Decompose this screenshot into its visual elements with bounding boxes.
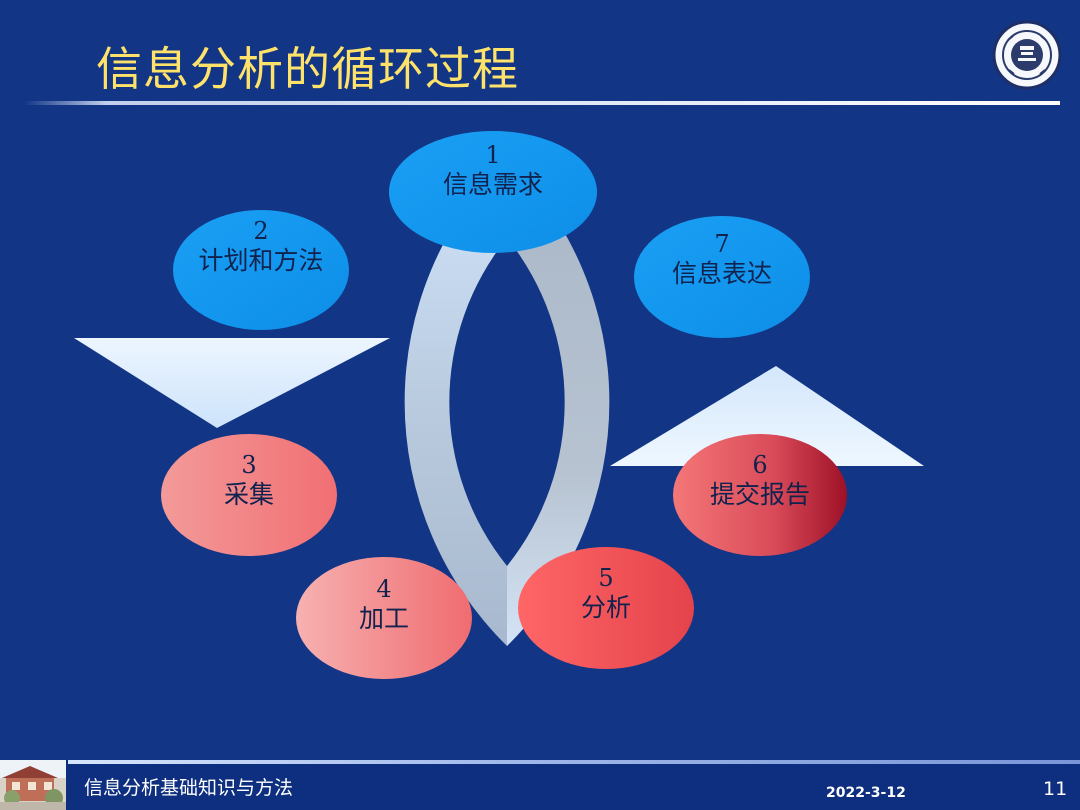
page-number: 11 xyxy=(1043,778,1068,800)
university-seal-icon xyxy=(992,20,1062,90)
title-divider xyxy=(24,101,1060,105)
up-arrow-icon xyxy=(610,366,924,466)
footer-date: 2022-3-12 xyxy=(826,785,906,801)
campus-photo-thumbnail xyxy=(0,760,66,810)
cycle-node-express-shape xyxy=(634,216,810,338)
page-title: 信息分析的循环过程 xyxy=(96,42,519,96)
cycle-node-collect-shape xyxy=(161,434,337,556)
down-arrow-icon xyxy=(74,338,390,428)
footer-course-title: 信息分析基础知识与方法 xyxy=(84,777,294,799)
cycle-node-analyze-shape xyxy=(518,547,694,669)
footer-divider xyxy=(68,760,1080,764)
cycle-node-plan-shape xyxy=(173,210,349,330)
cycle-node-report-shape xyxy=(673,434,847,556)
cycle-node-process-shape xyxy=(296,557,472,679)
cycle-ring-right xyxy=(507,158,610,646)
cycle-node-need-shape xyxy=(389,131,597,253)
footer-band xyxy=(0,760,1080,810)
cycle-ring-left xyxy=(404,158,507,646)
